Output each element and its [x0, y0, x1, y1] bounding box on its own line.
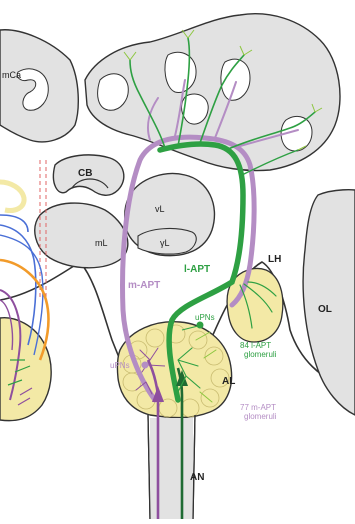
m-apt-soma — [142, 362, 149, 369]
label-ol: OL — [318, 304, 332, 315]
label-al: AL — [222, 376, 235, 387]
label-vl: vL — [155, 204, 165, 214]
label-m-apt: m-APT — [128, 280, 160, 291]
label-ml: mL — [95, 238, 108, 248]
label-l-apt: l-APT — [184, 264, 210, 275]
label-upns-left: uPNs — [110, 361, 130, 370]
antennal-nerve-fill — [150, 418, 193, 519]
label-l-apt-glomeruli: glomeruli — [244, 350, 277, 359]
label-cb: CB — [78, 168, 92, 179]
label-m-apt-glomeruli: glomeruli — [244, 412, 277, 421]
label-m-apt-glomeruli-count: 77 m-APT — [240, 403, 276, 412]
label-mca: mCa — [2, 70, 21, 80]
label-l-apt-glomeruli-count: 84 l-APT — [240, 341, 271, 350]
label-lh: LH — [268, 254, 281, 265]
label-gl: γL — [160, 238, 170, 248]
label-an: AN — [190, 472, 204, 483]
label-upns-right: uPNs — [195, 313, 215, 322]
l-apt-soma — [197, 322, 204, 329]
